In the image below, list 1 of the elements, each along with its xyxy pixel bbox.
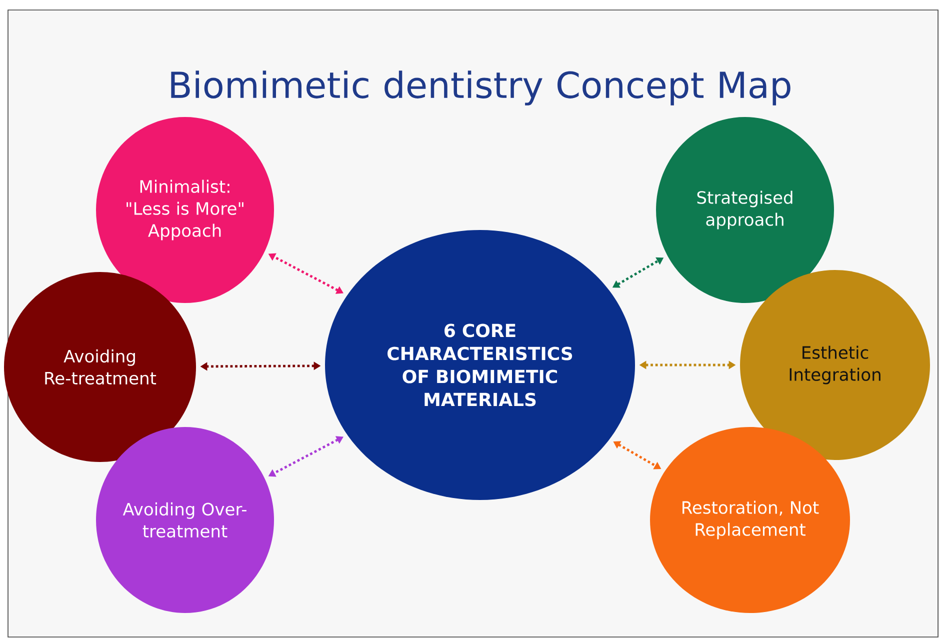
title: Biomimetic dentistry Concept Map xyxy=(171,70,790,106)
